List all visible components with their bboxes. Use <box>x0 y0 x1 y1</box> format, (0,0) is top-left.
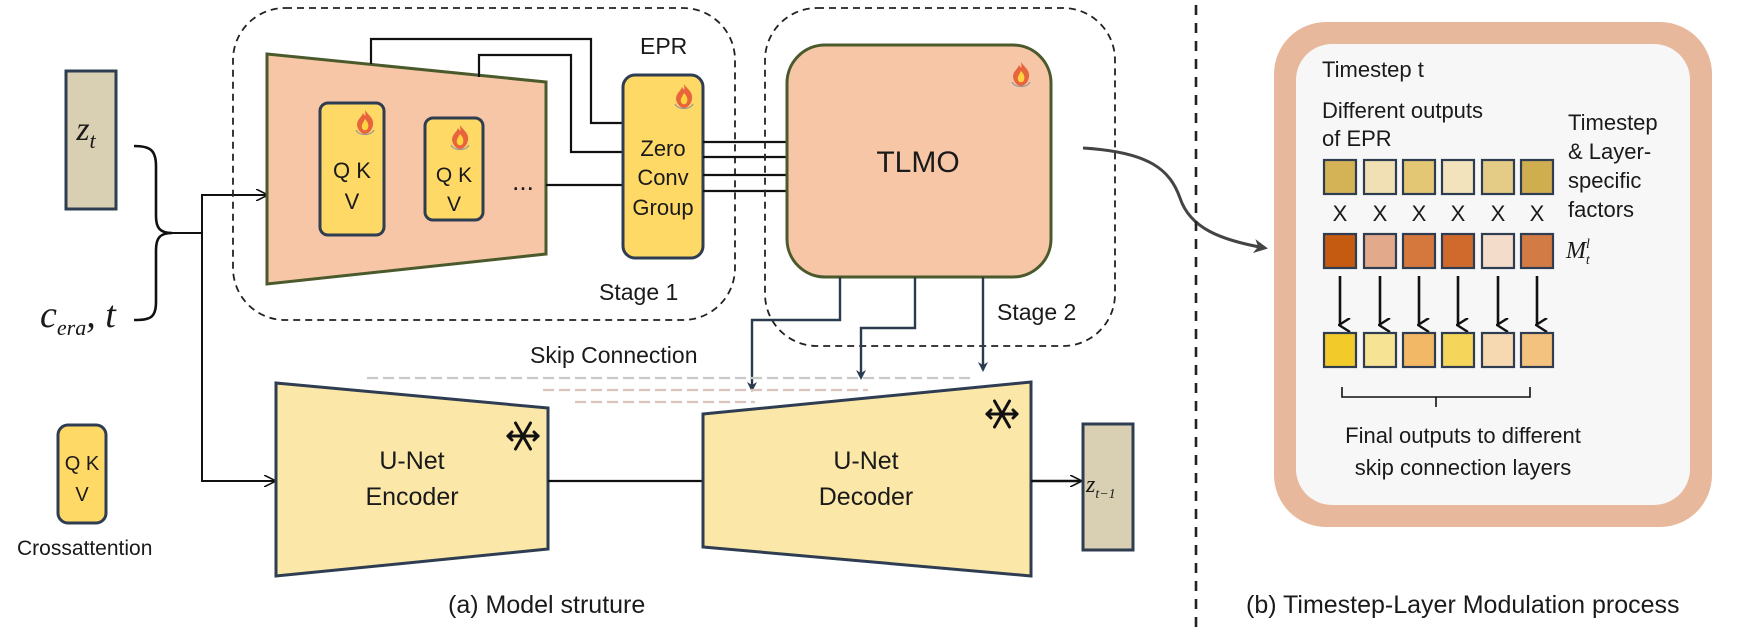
factors-label-3: specific <box>1568 168 1641 193</box>
epr-output-cell <box>1401 158 1437 196</box>
latent-zt1 <box>1081 422 1135 552</box>
input-to-epr-line <box>201 195 266 233</box>
factors-label-1: Timestep <box>1568 110 1658 135</box>
epr-ellipsis: ... <box>512 166 534 196</box>
epr-output-cell <box>1440 158 1476 196</box>
unet-decoder-shape <box>701 380 1033 578</box>
factor-cell <box>1401 232 1437 270</box>
epr-encoder-shape <box>265 52 548 286</box>
decoder-line-1: U-Net <box>833 447 898 475</box>
multiply-mark: X <box>1491 201 1506 226</box>
timestep-label: Timestep t <box>1322 57 1424 82</box>
epr-link-1 <box>369 37 623 125</box>
factors-label-2: & Layer- <box>1568 139 1651 164</box>
zero-conv-group <box>621 73 705 260</box>
tlmo-out-2 <box>856 277 917 380</box>
epr-title: EPR <box>640 33 687 59</box>
encoder-line-2: Encoder <box>365 483 458 511</box>
multiply-mark: X <box>1333 201 1348 226</box>
epr-output-cell <box>1362 158 1398 196</box>
condition-label: cera, t <box>40 294 117 340</box>
final-output-cell <box>1519 331 1555 369</box>
outputs-label-2: of EPR <box>1322 126 1392 151</box>
factors-label-4: factors <box>1568 197 1634 222</box>
final-label-2: skip connection layers <box>1355 455 1571 480</box>
stage2-box <box>764 7 1116 347</box>
cross-qkv-top: Q K <box>65 453 100 475</box>
final-output-cell <box>1440 331 1476 369</box>
epr-qkv-1-top: Q K <box>333 158 371 183</box>
caption-a: (a) Model struture <box>448 591 645 619</box>
final-bracket <box>1341 387 1531 407</box>
tlmo-label: TLMO <box>876 146 959 179</box>
crossattention-label: Crossattention <box>17 537 152 560</box>
zero-conv-line-1: Zero <box>640 136 685 161</box>
final-label-1: Final outputs to different <box>1345 423 1581 448</box>
latent-zt1-label: zt−1 <box>1085 472 1116 502</box>
factor-cell <box>1362 232 1398 270</box>
tlmo-block <box>785 43 1053 279</box>
tlmo-out-1 <box>747 277 842 392</box>
final-output-cell <box>1401 331 1437 369</box>
tlmo-to-panel-b-arrow <box>1082 146 1268 253</box>
unet-encoder-shape <box>274 381 550 578</box>
epr-output-cell <box>1519 158 1555 196</box>
stage1-box <box>232 7 736 321</box>
input-to-encoder-line <box>201 233 274 481</box>
decoder-line-2: Decoder <box>819 483 914 511</box>
zero-conv-line-3: Group <box>632 195 693 220</box>
epr-output-cell <box>1322 158 1358 196</box>
epr-qkv-1-bottom: V <box>345 189 360 214</box>
outputs-label-1: Different outputs <box>1322 98 1483 123</box>
epr-qkv-block-1 <box>318 101 386 237</box>
zero-conv-line-2: Conv <box>637 165 688 190</box>
epr-qkv-block-2 <box>423 116 485 222</box>
factor-cell <box>1519 232 1555 270</box>
multiply-mark: X <box>1412 201 1427 226</box>
encoder-line-1: U-Net <box>379 447 444 475</box>
snowflake-icon <box>506 421 540 451</box>
final-output-cell <box>1322 331 1358 369</box>
latent-zt <box>64 69 118 211</box>
skip-connection-label: Skip Connection <box>530 342 698 368</box>
final-output-cell <box>1362 331 1398 369</box>
stage1-label: Stage 1 <box>599 279 678 305</box>
factor-cell <box>1322 232 1358 270</box>
factor-cell <box>1440 232 1476 270</box>
epr-qkv-2-top: Q K <box>436 164 472 187</box>
latent-zt-label: zt <box>75 111 96 153</box>
epr-link-2 <box>477 53 623 154</box>
multiply-mark: X <box>1373 201 1388 226</box>
multiply-mark: X <box>1451 201 1466 226</box>
epr-output-cell <box>1480 158 1516 196</box>
crossattention-block <box>56 423 108 525</box>
factor-cell <box>1480 232 1516 270</box>
input-brace <box>133 144 173 322</box>
caption-b: (b) Timestep-Layer Modulation process <box>1246 591 1680 619</box>
epr-qkv-2-bottom: V <box>447 193 461 216</box>
multiply-mark: X <box>1530 201 1545 226</box>
snowflake-icon <box>985 399 1019 429</box>
final-output-cell <box>1480 331 1516 369</box>
stage2-label: Stage 2 <box>997 299 1076 325</box>
cross-qkv-bottom: V <box>75 484 89 506</box>
